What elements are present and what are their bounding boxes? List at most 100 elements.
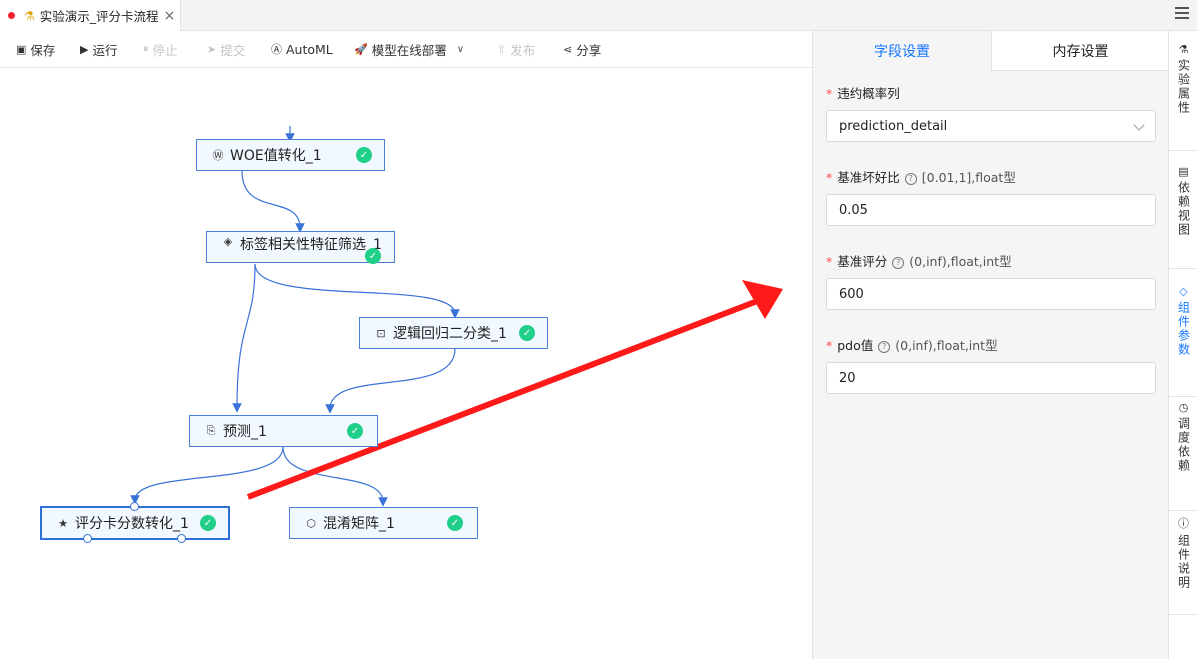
node-scorecard[interactable]: ★ 评分卡分数转化_1 ✓ bbox=[40, 506, 230, 540]
edge-feature-predict bbox=[232, 263, 256, 413]
sidebar-item-schedule-deps[interactable]: ◷ 调度依赖 bbox=[1169, 397, 1197, 511]
base-odds-label: *基准坏好比?[0.01,1],float型 bbox=[826, 170, 1016, 185]
success-check-icon: ✓ bbox=[447, 515, 463, 531]
publish-label: 发布 bbox=[510, 42, 536, 58]
file-icon: ⎘ bbox=[206, 424, 216, 437]
chevron-down-icon bbox=[1133, 119, 1145, 131]
close-icon[interactable]: × bbox=[163, 7, 176, 24]
base-score-input[interactable]: 600 bbox=[826, 278, 1156, 310]
tab-field-settings[interactable]: 字段设置 bbox=[813, 31, 991, 71]
output-port[interactable] bbox=[83, 534, 92, 543]
workflow-canvas[interactable]: Ⓦ WOE值转化_1 ✓ ◈ 标签相关性特征筛选_1 ✓ ⊡ 逻辑回归二分类_1… bbox=[0, 68, 812, 659]
help-icon[interactable]: ? bbox=[904, 172, 917, 185]
save-icon: ▣ bbox=[16, 42, 27, 56]
success-check-icon: ✓ bbox=[365, 248, 381, 264]
node-feature-select[interactable]: ◈ 标签相关性特征筛选_1 ✓ bbox=[206, 231, 395, 264]
share-label: 分享 bbox=[576, 42, 602, 58]
pdo-label: *pdo值?(0,inf),float,int型 bbox=[826, 338, 998, 353]
play-icon: ▶ bbox=[80, 42, 89, 56]
deploy-label: 模型在线部署 bbox=[371, 42, 447, 58]
node-label: 混淆矩阵_1 bbox=[323, 516, 395, 532]
input-value: 20 bbox=[839, 370, 856, 386]
deploy-dropdown[interactable]: 🚀模型在线部署 ∨ bbox=[354, 31, 464, 67]
panel-tabs: 字段设置 内存设置 bbox=[813, 31, 1169, 71]
node-logistic[interactable]: ⊡ 逻辑回归二分类_1 ✓ bbox=[359, 317, 548, 349]
info-icon: ⓘ bbox=[1178, 517, 1189, 530]
run-button[interactable]: ▶运行 bbox=[80, 31, 117, 67]
tag-icon: ◇ bbox=[1179, 285, 1188, 298]
label-hint: [0.01,1],float型 bbox=[921, 170, 1016, 185]
automl-icon: Ⓐ bbox=[271, 43, 282, 56]
tab-memory-settings[interactable]: 内存设置 bbox=[991, 31, 1169, 71]
label-hint: (0,inf),float,int型 bbox=[909, 254, 1012, 269]
share-button[interactable]: ⋖分享 bbox=[563, 31, 601, 67]
save-label: 保存 bbox=[30, 42, 56, 58]
robot-icon: ⊡ bbox=[376, 326, 386, 340]
help-icon[interactable]: ? bbox=[878, 340, 891, 353]
flask-icon: ⚗ bbox=[24, 8, 35, 23]
submit-label: 提交 bbox=[220, 42, 246, 58]
rocket-icon: 🚀 bbox=[354, 42, 368, 56]
success-check-icon: ✓ bbox=[356, 147, 372, 163]
default-prob-label: *违约概率列 bbox=[826, 86, 900, 101]
parameter-panel: 字段设置 内存设置 *违约概率列 prediction_detail *基准坏好… bbox=[812, 31, 1169, 659]
save-button[interactable]: ▣保存 bbox=[16, 31, 55, 67]
run-label: 运行 bbox=[92, 42, 118, 58]
edge-feature-logistic bbox=[254, 263, 460, 319]
edge-layer bbox=[130, 126, 783, 507]
woe-icon: Ⓦ bbox=[212, 149, 224, 162]
right-sidebar: ⚗ 实验属性 ▤ 依赖视图 ◇ 组件参数 ◷ 调度依赖 ⓘ 组件说明 bbox=[1168, 31, 1197, 659]
edge-predict-scorecard bbox=[130, 446, 284, 505]
node-label: 逻辑回归二分类_1 bbox=[393, 326, 507, 342]
sidebar-item-experiment-props[interactable]: ⚗ 实验属性 bbox=[1169, 43, 1197, 151]
input-value: 0.05 bbox=[839, 202, 868, 218]
sidebar-item-label: 实验属性 bbox=[1176, 59, 1191, 115]
submit-button[interactable]: ➤提交 bbox=[207, 31, 245, 67]
star-icon: ★ bbox=[58, 516, 68, 530]
label-text: 基准评分 bbox=[837, 254, 888, 269]
share-icon: ⋖ bbox=[563, 42, 573, 56]
experiment-tab[interactable]: ⚗ 实验演示_评分卡流程 × bbox=[0, 0, 181, 31]
select-value: prediction_detail bbox=[839, 118, 948, 134]
edge-predict-confusion bbox=[282, 446, 388, 507]
output-port[interactable] bbox=[177, 534, 186, 543]
label-text: pdo值 bbox=[837, 338, 874, 353]
table-icon: ▤ bbox=[1178, 165, 1189, 178]
node-predict[interactable]: ⎘ 预测_1 ✓ bbox=[189, 415, 378, 447]
sidebar-item-label: 调度依赖 bbox=[1176, 417, 1191, 473]
sidebar-item-dependency-view[interactable]: ▤ 依赖视图 bbox=[1169, 151, 1197, 269]
menu-icon[interactable] bbox=[1175, 7, 1189, 21]
success-check-icon: ✓ bbox=[200, 515, 216, 531]
node-label: 评分卡分数转化_1 bbox=[75, 516, 189, 532]
help-icon[interactable]: ? bbox=[892, 256, 905, 269]
cube-icon: ⬡ bbox=[306, 516, 316, 530]
label-hint: (0,inf),float,int型 bbox=[895, 338, 998, 353]
label-text: 基准坏好比 bbox=[837, 170, 900, 185]
node-label: 预测_1 bbox=[223, 424, 267, 440]
base-odds-input[interactable]: 0.05 bbox=[826, 194, 1156, 226]
input-port[interactable] bbox=[130, 502, 139, 511]
pdo-input[interactable]: 20 bbox=[826, 362, 1156, 394]
clock-icon: ◷ bbox=[1178, 401, 1189, 414]
node-label: WOE值转化_1 bbox=[230, 148, 322, 164]
stop-button[interactable]: ⏸停止 bbox=[143, 31, 178, 67]
node-woe[interactable]: Ⓦ WOE值转化_1 ✓ bbox=[196, 139, 385, 171]
sidebar-item-component-docs[interactable]: ⓘ 组件说明 bbox=[1169, 511, 1197, 615]
input-value: 600 bbox=[839, 286, 864, 302]
label-text: 违约概率列 bbox=[837, 86, 900, 101]
send-icon: ➤ bbox=[207, 42, 217, 56]
annotation-arrow bbox=[246, 280, 783, 500]
publish-button[interactable]: ⇧发布 bbox=[497, 31, 535, 67]
sidebar-item-component-params[interactable]: ◇ 组件参数 bbox=[1169, 269, 1197, 397]
success-check-icon: ✓ bbox=[347, 423, 363, 439]
publish-icon: ⇧ bbox=[497, 42, 507, 56]
sidebar-item-label: 组件参数 bbox=[1176, 301, 1191, 357]
success-check-icon: ✓ bbox=[519, 325, 535, 341]
chevron-down-icon: ∨ bbox=[456, 43, 465, 55]
unsaved-dot bbox=[8, 12, 15, 19]
node-confusion[interactable]: ⬡ 混淆矩阵_1 ✓ bbox=[289, 507, 478, 539]
default-prob-select[interactable]: prediction_detail bbox=[826, 110, 1156, 142]
node-label: 标签相关性特征筛选_1 bbox=[240, 237, 382, 253]
